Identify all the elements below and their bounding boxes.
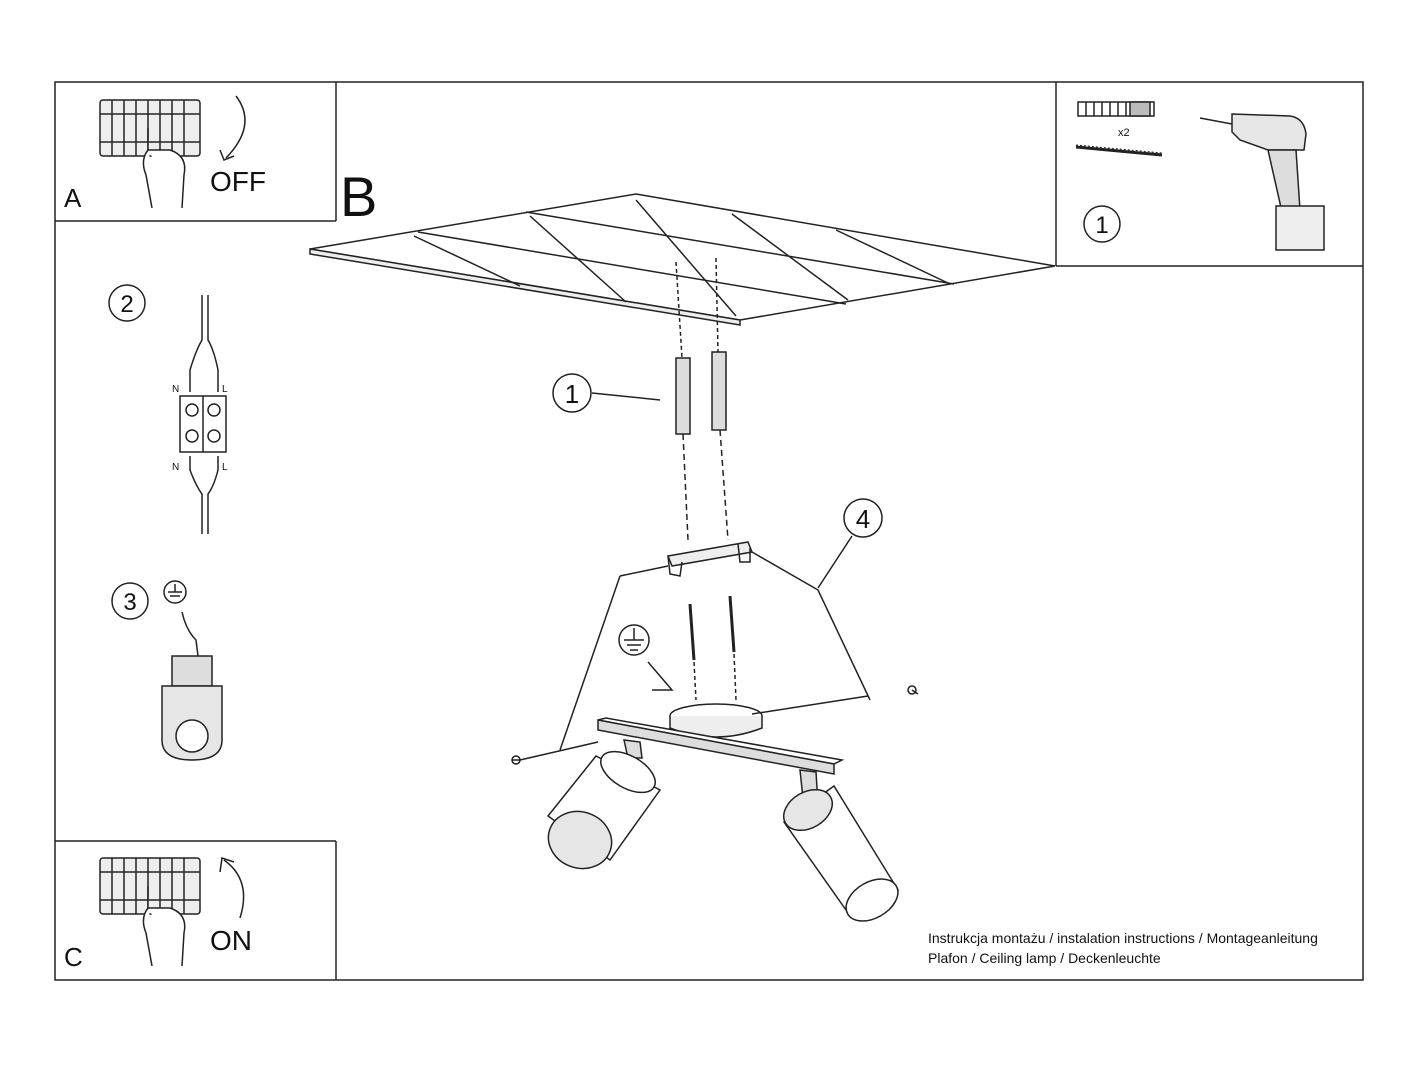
ground-wire [647,661,674,691]
lamp-bar [597,717,845,775]
live-label: L [222,384,228,395]
tools-step-number: 1 [1095,212,1108,239]
screw-icon [688,595,737,701]
step-number-circle [1083,205,1121,243]
anchor-quantity: x2 [1118,127,1130,139]
breaker-on-label: ON [210,925,252,956]
panel-a-letter: A [64,183,82,213]
step-number-circle [108,284,146,322]
ceiling-panel [309,193,1056,326]
screw-icon [511,755,521,765]
terminal-block-icon [179,295,227,534]
step-number-circle [552,373,592,413]
breaker-off-label: OFF [210,166,266,197]
mounting-bracket [666,541,754,577]
wall-anchor-icon [1077,101,1155,117]
step-number-circle [843,498,883,538]
arrow-down-icon [219,149,235,161]
drill-icon [1199,113,1325,251]
leader-line [591,392,661,401]
ground-step-number: 3 [123,589,136,616]
canopy [669,703,763,738]
ground-symbol-icon [163,580,187,604]
arrow-up-icon [223,859,245,919]
footer-line-1: Instrukcja montażu / instalation instruc… [928,930,1318,946]
lamp-step-number: 4 [856,504,870,534]
ground-terminal-icon [161,611,223,761]
assembly-outline [619,551,871,701]
step-number-circle [111,582,149,620]
arrow-up-icon [219,857,235,873]
panel-b-letter: B [340,165,377,228]
wall-anchor-icon [711,257,729,541]
wiring-step-number: 2 [120,291,133,318]
panel-c-letter: C [64,942,83,972]
spotlight-left [546,739,662,870]
assembly-outline [559,575,621,751]
spotlight-right [782,769,900,922]
breaker-on-illustration [99,857,201,967]
breaker-off-illustration [99,99,201,209]
footer-line-2: Plafon / Ceiling lamp / Deckenleuchte [928,950,1161,966]
footer-caption: Instrukcja montażu / instalation instruc… [928,928,1318,968]
leader-line [817,535,853,589]
ground-symbol-icon [618,624,650,656]
leader-line [751,695,869,715]
leader-line [519,741,599,761]
live-label: L [222,462,228,473]
neutral-label: N [172,462,179,473]
screw-icon [1075,144,1163,157]
neutral-label: N [172,384,179,395]
screw-icon [907,685,919,695]
arrow-down-icon [225,95,246,159]
anchors-step-number: 1 [565,379,579,409]
wall-anchor-icon [675,261,691,541]
outer-frame [54,81,1364,981]
